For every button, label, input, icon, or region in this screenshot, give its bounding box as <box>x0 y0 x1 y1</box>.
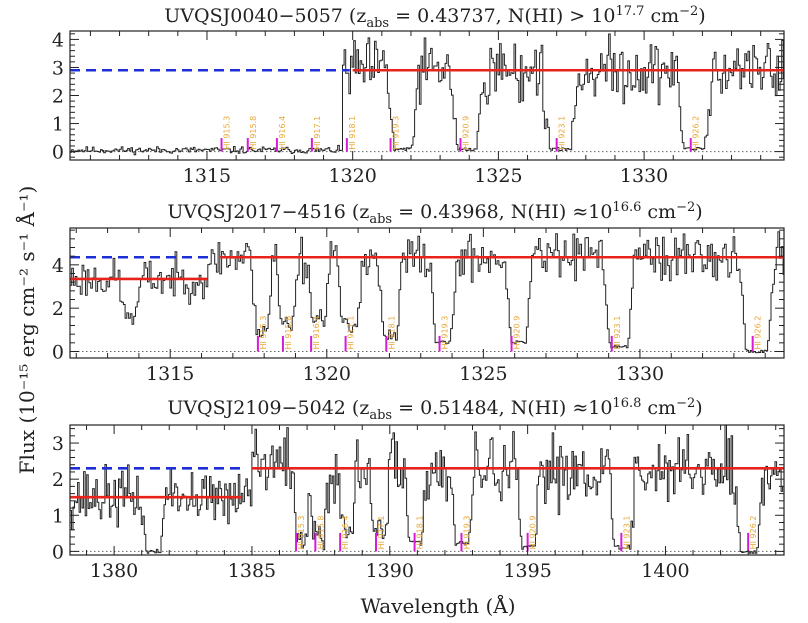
panel-frame <box>69 30 785 161</box>
panel-title-part: cm <box>644 5 679 27</box>
hi-line-label: HI 915.3 <box>223 116 232 150</box>
y-tick-label: 3 <box>52 433 64 455</box>
hi-line-label: HI 919.3 <box>462 516 471 550</box>
y-tick-label: 0 <box>52 142 64 164</box>
hi-line-label: HI 920.9 <box>462 116 471 150</box>
x-tick-label: 1325 <box>459 363 507 385</box>
spectrum-series <box>70 231 784 354</box>
x-tick-label: 1330 <box>616 363 664 385</box>
panel-title: UVQSJ2109−5042 (zabs = 0.51484, N(HI) ≈1… <box>167 396 702 423</box>
x-tick-label: 1380 <box>90 560 138 582</box>
panel-title-part: = 0.43968, N(HI) ≈10 <box>392 201 612 223</box>
panel-title-part: UVQSJ2109−5042 (z <box>167 397 369 419</box>
panel-title-part: −2 <box>676 396 695 411</box>
panel-title-part: = 0.51484, N(HI) ≈10 <box>392 397 612 419</box>
panel-title-part: UVQSJ0040−5057 (z <box>164 5 366 27</box>
panel-title-part: 16.8 <box>612 396 641 411</box>
hi-line-label: HI 917.1 <box>377 516 386 550</box>
hi-line-label: HI 923.1 <box>558 116 567 150</box>
hi-line-label: HI 915.8 <box>284 316 293 350</box>
panel-title-part: 16.6 <box>612 200 641 215</box>
x-tick-label: 1320 <box>329 165 377 187</box>
panel-title-part: ) <box>698 5 705 27</box>
hi-line-label: HI 915.3 <box>297 516 306 550</box>
panel-title-part: ) <box>695 397 702 419</box>
spectrum-series <box>70 425 784 554</box>
spectrum-series <box>70 33 784 156</box>
panel-title-part: abs <box>369 408 392 423</box>
panel-frame <box>69 227 785 359</box>
hi-line-label: HI 926.2 <box>692 116 701 150</box>
hi-line-label: HI 919.3 <box>441 316 450 350</box>
y-tick-label: 2 <box>52 469 64 491</box>
hi-line-label: HI 917.1 <box>347 316 356 350</box>
panel-title-part: abs <box>369 212 392 227</box>
y-tick-label: 0 <box>52 541 64 563</box>
y-tick-label: 1 <box>52 505 64 527</box>
panel-title-part: = 0.43737, N(HI) > 10 <box>389 5 615 27</box>
hi-line-label: HI 917.1 <box>313 116 322 150</box>
hi-line-label: HI 923.1 <box>613 316 622 350</box>
hi-line-label: HI 916.4 <box>278 116 287 150</box>
x-tick-label: 1400 <box>641 560 689 582</box>
x-tick-label: 1325 <box>474 165 522 187</box>
hi-line-label: HI 918.1 <box>387 316 396 350</box>
x-tick-label: 1315 <box>183 165 231 187</box>
panel-title-part: −2 <box>679 4 698 19</box>
panel-title-part: −2 <box>676 200 695 215</box>
x-tick-label: 1320 <box>303 363 351 385</box>
panel-title-part: ) <box>695 201 702 223</box>
panel-frame <box>69 424 785 556</box>
hi-line-label: HI 926.2 <box>749 516 758 550</box>
x-tick-label: 1395 <box>503 560 551 582</box>
x-tick-label: 1390 <box>366 560 414 582</box>
y-tick-label: 4 <box>52 29 64 51</box>
y-tick-label: 0 <box>52 342 64 364</box>
y-tick-label: 4 <box>52 255 64 277</box>
hi-line-label: HI 915.8 <box>316 516 325 550</box>
y-tick-label: 2 <box>52 298 64 320</box>
hi-line-label: HI 915.8 <box>249 116 258 150</box>
y-tick-label: 1 <box>52 114 64 136</box>
hi-line-label: HI 916.4 <box>341 516 350 550</box>
x-tick-label: 1315 <box>146 363 194 385</box>
hi-line-label: HI 918.1 <box>416 516 425 550</box>
panel-title: UVQSJ0040−5057 (zabs = 0.43737, N(HI) > … <box>164 4 705 31</box>
x-tick-label: 1385 <box>228 560 276 582</box>
panel-title-part: abs <box>366 16 389 31</box>
x-tick-label: 1330 <box>620 165 668 187</box>
y-tick-label: 3 <box>52 57 64 79</box>
hi-line-label: HI 918.1 <box>348 116 357 150</box>
spectrum-panel: UVQSJ2017−4516 (zabs = 0.43968, N(HI) ≈1… <box>52 200 785 385</box>
panel-title-part: UVQSJ2017−4516 (z <box>167 201 369 223</box>
spectrum-panel: UVQSJ2109−5042 (zabs = 0.51484, N(HI) ≈1… <box>52 396 785 582</box>
hi-line-label: HI 920.9 <box>529 516 538 550</box>
hi-line-label: HI 915.3 <box>259 316 268 350</box>
hi-line-label: HI 920.9 <box>513 316 522 350</box>
y-axis-label: Flux (10⁻¹⁵ erg cm⁻² s⁻¹ Å⁻¹) <box>14 186 39 475</box>
panel-title-part: 17.7 <box>615 4 644 19</box>
panel-title-part: cm <box>641 397 676 419</box>
panel-title-part: cm <box>641 201 676 223</box>
y-tick-label: 2 <box>52 86 64 108</box>
spectrum-panel: UVQSJ0040−5057 (zabs = 0.43737, N(HI) > … <box>52 4 785 187</box>
x-axis-label: Wavelength (Å) <box>360 593 515 618</box>
hi-line-label: HI 926.2 <box>754 316 763 350</box>
hi-line-label: HI 923.1 <box>622 516 631 550</box>
hi-line-label: HI 919.3 <box>392 116 401 150</box>
hi-line-label: HI 916.4 <box>312 316 321 350</box>
panel-title: UVQSJ2017−4516 (zabs = 0.43968, N(HI) ≈1… <box>167 200 702 227</box>
